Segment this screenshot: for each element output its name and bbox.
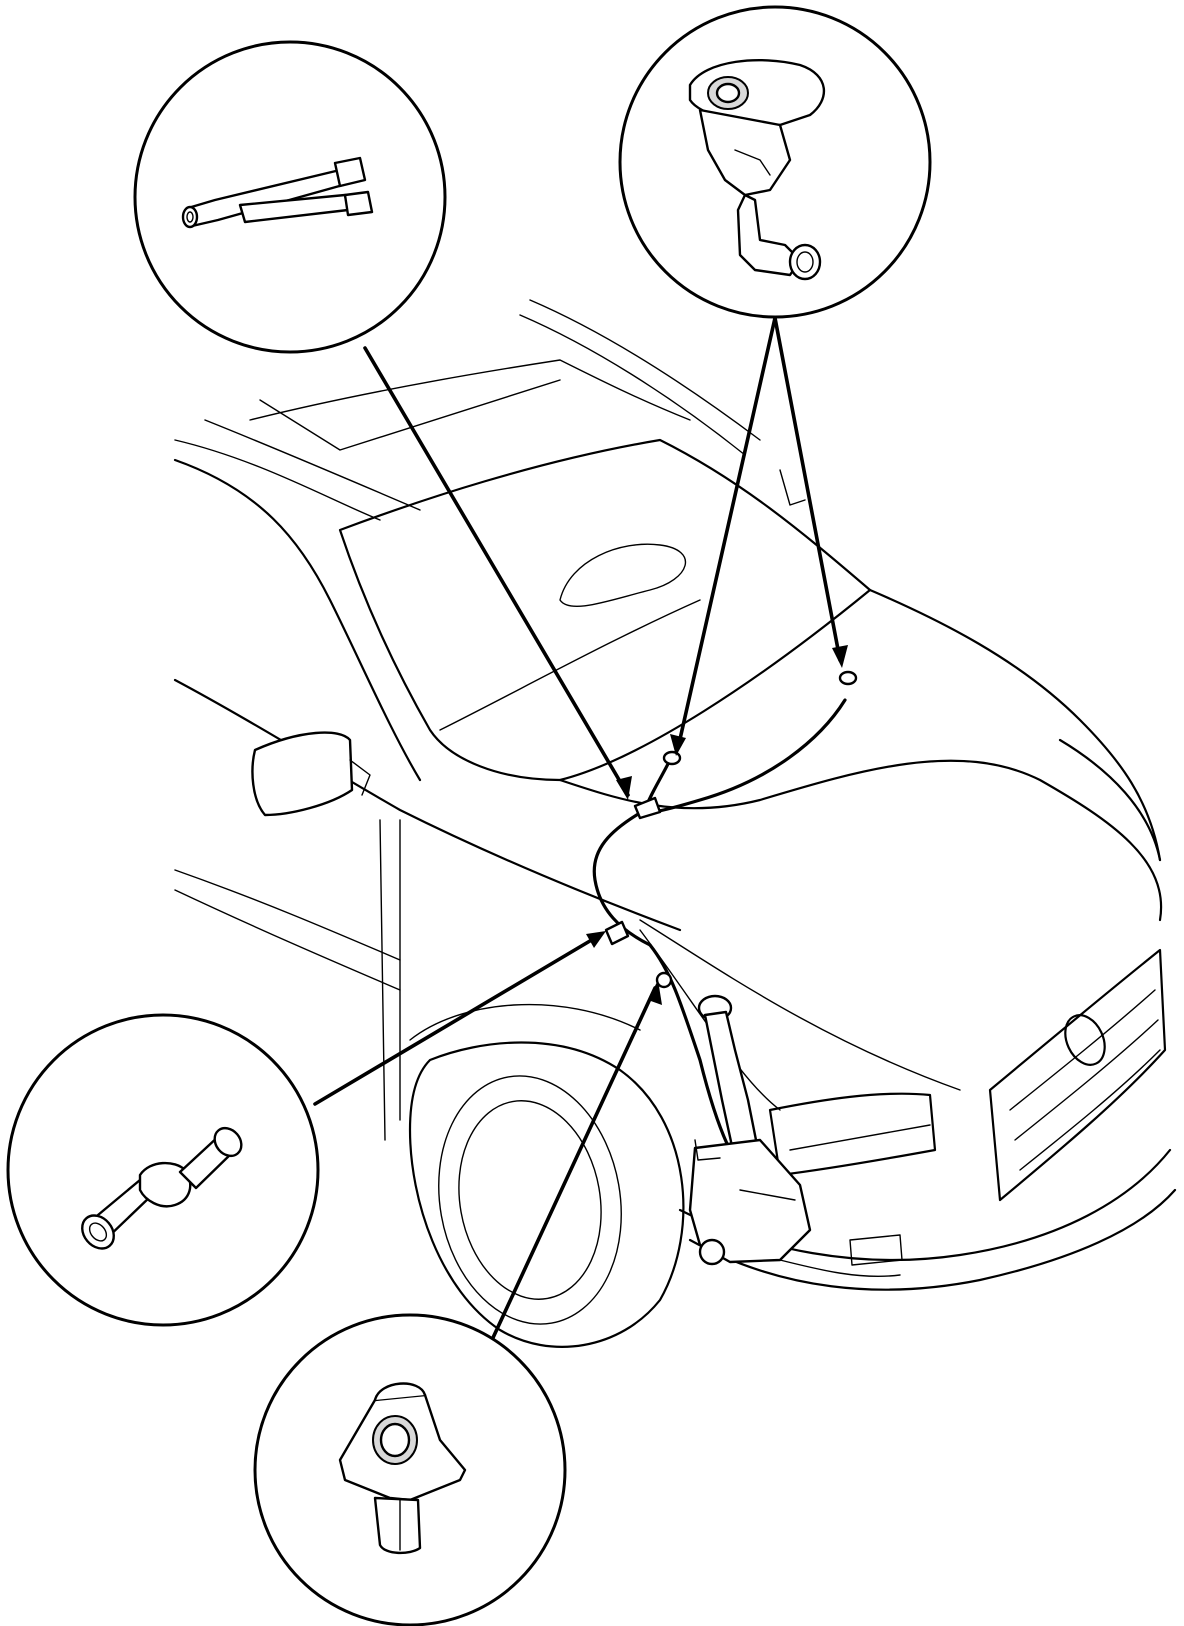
side-mirror (251, 731, 371, 817)
leader-nozzle-right (773, 316, 842, 662)
y-joint-part (181, 156, 374, 229)
leader-nozzle-left (676, 316, 777, 750)
washer-nozzle-part (688, 58, 825, 281)
hose-y-joint-marker (633, 796, 662, 820)
straight-joint-part (81, 1126, 243, 1250)
leader-y-joint (363, 346, 630, 797)
washer-pump (698, 1238, 726, 1266)
windshield (338, 438, 872, 782)
callout-hose-clip (253, 1313, 567, 1626)
vehicle-body (173, 299, 1177, 1348)
hood-nozzle-left (662, 750, 682, 766)
hood (558, 588, 1163, 1111)
hose-straight-joint-marker (604, 920, 630, 946)
vehicle-roof (174, 299, 761, 521)
leader-lines (313, 316, 848, 1357)
callout-straight-joint (6, 1013, 320, 1327)
front-grille (768, 948, 1167, 1202)
leader-nozzle-left-arrowhead (670, 734, 686, 756)
leader-straight-joint (313, 933, 602, 1106)
washer-reservoir (688, 994, 812, 1266)
callout-washer-nozzle (618, 5, 932, 319)
leader-straight-joint-arrowhead (586, 931, 606, 948)
leader-y-joint-arrowhead (616, 776, 632, 800)
leader-nozzle-right-arrowhead (832, 645, 848, 668)
hose-clip-marker (655, 971, 673, 989)
callout-tubing-y-joint (133, 40, 447, 354)
front-wheel (408, 1003, 685, 1348)
hose-clip-part (338, 1382, 467, 1555)
hood-nozzle-right (838, 670, 858, 686)
washer-hose-route (592, 670, 858, 1152)
leader-hose-clip-arrowhead (648, 980, 662, 1005)
leader-hose-clip (483, 986, 657, 1357)
